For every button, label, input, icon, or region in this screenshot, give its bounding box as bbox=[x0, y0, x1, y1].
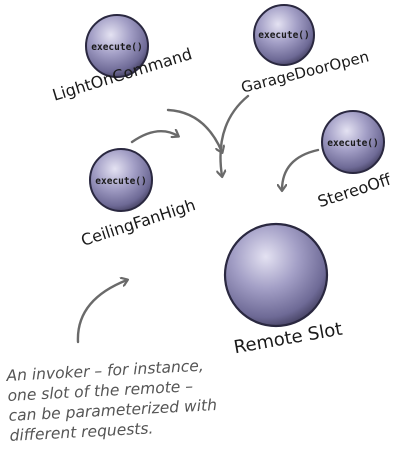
remote-slot-sphere bbox=[223, 222, 329, 328]
command-object-stereo: execute() StereoOff bbox=[315, 110, 394, 211]
command-sphere bbox=[89, 148, 153, 212]
arrow-stereo-to-slot bbox=[282, 148, 320, 190]
invoker-note: An invoker – for instance, one slot of t… bbox=[6, 354, 242, 446]
command-sphere bbox=[321, 110, 385, 174]
arrow-garage-to-slot bbox=[220, 94, 250, 176]
command-object-fan: execute() CeilingFanHigh bbox=[79, 148, 198, 250]
arrow-note-to-slot bbox=[76, 280, 127, 344]
execute-method-label: execute() bbox=[91, 42, 142, 53]
arrows bbox=[76, 94, 320, 344]
command-object-light: execute() LightOnCommand bbox=[50, 14, 194, 105]
remote-slot: Remote Slot bbox=[223, 222, 344, 358]
execute-method-label: execute() bbox=[327, 138, 378, 149]
arrow-fan-to-slot bbox=[130, 131, 178, 144]
execute-method-label: execute() bbox=[258, 30, 309, 41]
arrow-light-to-slot bbox=[166, 108, 222, 152]
command-sphere bbox=[253, 4, 315, 66]
command-sphere bbox=[85, 14, 149, 78]
command-label: StereoOff bbox=[315, 169, 394, 211]
execute-method-label: execute() bbox=[95, 176, 146, 187]
command-object-garage: execute() GarageDoorOpen bbox=[239, 4, 371, 97]
